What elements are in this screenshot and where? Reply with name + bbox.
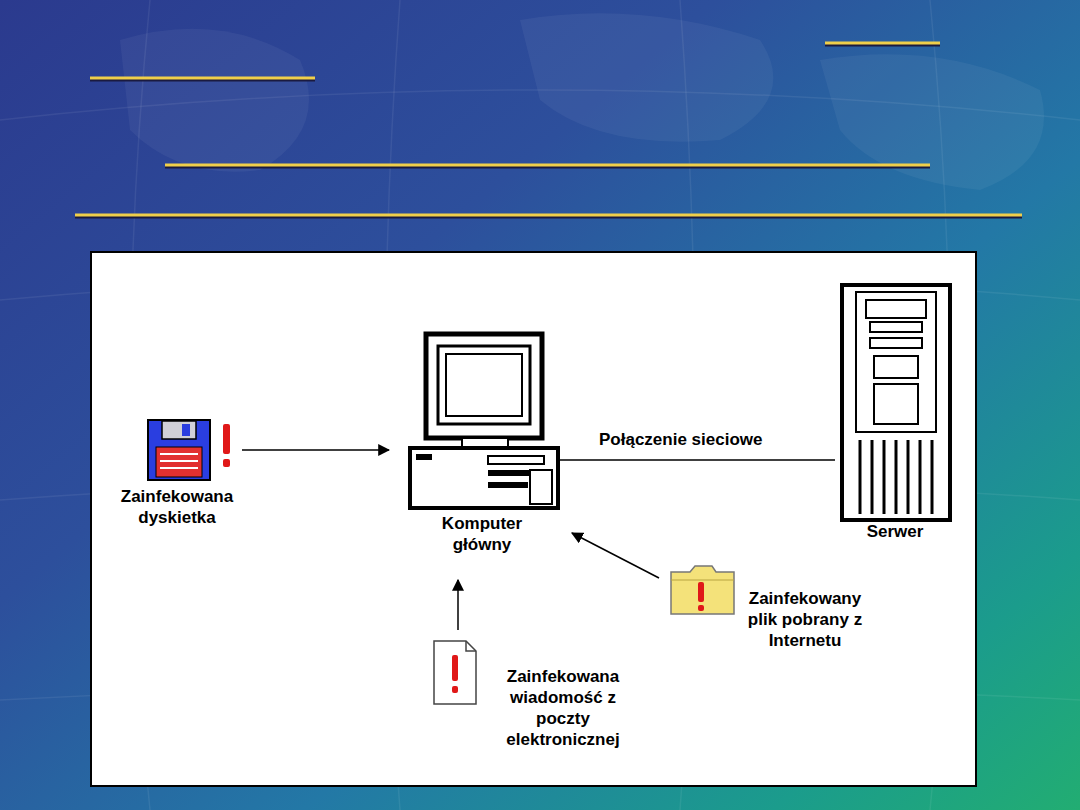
node-label: Zainfekowana wiadomość z poczty elektron… — [488, 666, 638, 750]
node-label: Serwer — [845, 521, 945, 542]
floppy-node: Zainfekowana dyskietka — [104, 418, 250, 540]
infection-arrow — [242, 449, 389, 451]
node-label: Komputer główny — [422, 513, 542, 555]
connection-label: Połączenie sieciowe — [596, 429, 765, 450]
email-node: Zainfekowana wiadomość z poczty elektron… — [428, 638, 648, 766]
file-node: Zainfekowany plik pobrany z Internetu — [665, 562, 887, 664]
floppy-icon — [148, 420, 230, 480]
document-icon — [434, 641, 476, 704]
network-line — [560, 459, 835, 461]
computer-node: Komputer główny — [405, 330, 560, 570]
server-node: Serwer — [835, 283, 955, 549]
node-label: Zainfekowany plik pobrany z Internetu — [745, 588, 865, 651]
node-label: Zainfekowana dyskietka — [112, 486, 242, 528]
folder-icon — [671, 566, 734, 614]
server-icon — [842, 285, 950, 520]
infection-arrow — [457, 580, 459, 630]
computer-icon — [410, 334, 558, 508]
infection-arrow — [572, 533, 659, 578]
